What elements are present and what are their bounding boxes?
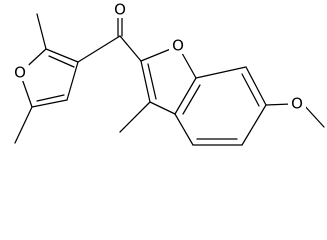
furan-c5-methyl-bond (14, 106, 33, 144)
methoxy-o-methyl-bond (302, 103, 325, 128)
benzofuran-c3a-c3-bond (149, 101, 176, 115)
furan-c2-methyl-bond (36, 13, 47, 50)
benzene-c4-c3a-bond (174, 113, 194, 146)
benzene-c3a-c7a-double-line (182, 84, 201, 115)
bond-lines (14, 13, 325, 146)
methoxy-oxygen-label: O (291, 95, 303, 113)
ketone-oxygen-label: O (114, 1, 126, 19)
carbonyl-to-furan-bond (77, 35, 121, 63)
atom-labels: O O O O (14, 1, 303, 113)
benzene-c7-c6-bond (245, 66, 267, 106)
benzofuran-c3-methyl-bond (119, 101, 151, 133)
benzofuran-oxygen-label: O (172, 37, 184, 55)
furan-c5-c4-double-line (36, 94, 65, 102)
carbonyl-to-benzofuran-bond (119, 35, 142, 62)
methoxy-c6-o-bond (265, 103, 292, 106)
benzofuran-c3-c2-bond (140, 60, 151, 103)
methoxy-oxygen-mask (288, 95, 306, 112)
furan-oxygen-mask (11, 64, 29, 81)
benzene-c7a-c7-bond (195, 66, 247, 79)
furan-c3-c2-bond (45, 48, 79, 63)
benzene-c7-c6-double-line (241, 73, 260, 107)
benzofuran-c3-c2-double-line (147, 63, 157, 100)
furan-c3-c2-double-line (48, 55, 75, 68)
benzene-c6-c5-bond (241, 104, 267, 146)
atom-label-masks (11, 1, 306, 112)
molecule-drawing: O O O O (11, 0, 325, 146)
furan-c4-c3-bond (66, 61, 79, 101)
furan-oxygen-label: O (14, 64, 26, 82)
ketone-oxygen-mask (111, 1, 129, 18)
benzofuran-oxygen-mask (169, 37, 187, 54)
chemical-structure-diagram: O O O O (11, 0, 325, 146)
furan-c5-c4-bond (31, 99, 68, 108)
benzofuran-c7a-c3a-bond (174, 77, 197, 115)
